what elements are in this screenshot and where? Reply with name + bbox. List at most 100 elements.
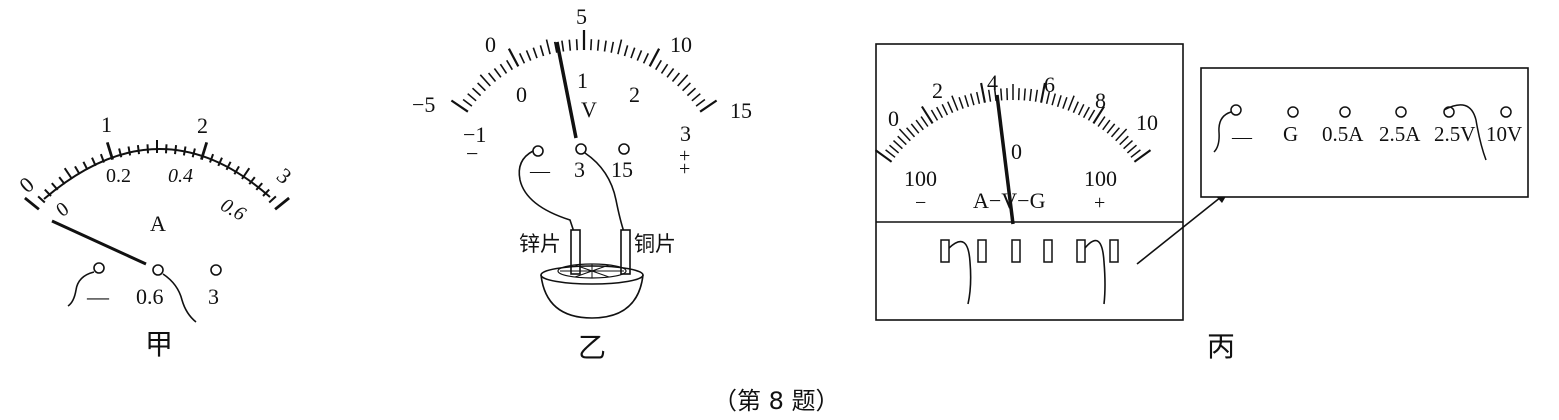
scale-tick (660, 63, 669, 74)
scale-tick (233, 165, 240, 175)
scale-tick (499, 63, 508, 74)
bing-upper-8: 8 (1095, 88, 1106, 113)
zinc-label: 锌片 (519, 232, 561, 256)
bing-upper-2: 2 (932, 78, 943, 103)
bing-center-zero: 0 (1011, 139, 1022, 164)
copper-label: 铜片 (634, 232, 676, 256)
yi-inner-m1: −1 (463, 122, 486, 147)
scale-tick (553, 41, 558, 53)
scale-tick (1034, 89, 1039, 102)
jia-term-label-3: 3 (208, 284, 219, 309)
zoom-label-G: G (1283, 122, 1298, 146)
scale-tick (1056, 95, 1062, 108)
ammeter-needle (51, 219, 147, 266)
zoom-terminal-G (1287, 106, 1299, 118)
jia-inner-04: 0.4 (168, 165, 193, 187)
scale-tick (975, 91, 981, 104)
jia-outer-1: 1 (101, 112, 112, 137)
scale-tick (686, 87, 697, 97)
scale-tick (898, 128, 911, 142)
scale-tick (136, 144, 140, 155)
zoom-label-25V: 2.5V (1434, 122, 1475, 146)
scale-tick (636, 50, 643, 61)
scale-tick (951, 95, 959, 111)
scale-tick (561, 40, 565, 52)
scale-tick (666, 68, 675, 78)
scale-tick (885, 149, 896, 158)
multimeter-sockets (940, 239, 1119, 263)
voltmeter-yi: −5 0 5 10 15 −1 0 1 2 3 − + V — 3 15 + 锌… (412, 4, 752, 364)
scale-tick (610, 41, 615, 53)
yi-outer-10: 10 (670, 32, 692, 57)
zoom-terminal-25A (1395, 106, 1407, 118)
scale-tick (487, 72, 497, 83)
yi-outer-15: 15 (730, 98, 752, 123)
scale-tick (545, 39, 551, 55)
scale-tick (889, 144, 900, 154)
scale-tick (506, 59, 513, 71)
scale-tick (525, 50, 532, 61)
scale-tick (1000, 88, 1003, 101)
scale-tick (1119, 135, 1129, 146)
voltmeter-needle (555, 41, 578, 139)
scale-tick (1087, 109, 1096, 121)
scale-tick (941, 103, 949, 116)
scale-tick (691, 93, 701, 102)
ammeter-jia: 0 1 2 3 0 0.2 0.4 0.6 A — 0.6 3 甲 (14, 112, 296, 361)
yi-term-label-15: 15 (611, 157, 633, 182)
scale-tick (936, 106, 944, 119)
scale-tick (964, 95, 970, 108)
yi-sign-plus: + (679, 145, 690, 167)
scale-tick (477, 82, 486, 92)
scale-tick (518, 53, 526, 64)
scale-tick (623, 45, 629, 57)
scale-tick (947, 101, 954, 114)
zoom-terminal-neg (1230, 104, 1242, 116)
scale-tick (217, 157, 223, 167)
yi-outer-0: 0 (485, 32, 496, 57)
scale-tick (682, 82, 691, 92)
scale-tick (921, 105, 934, 124)
ammeter-scale-arc (43, 148, 271, 200)
zoom-wire-neg (1213, 111, 1232, 153)
jia-unit: A (150, 211, 166, 236)
scale-tick (479, 74, 491, 87)
jia-terminal-3 (210, 264, 222, 276)
scale-tick (603, 40, 607, 52)
scale-tick (1077, 103, 1085, 116)
scale-tick (958, 96, 964, 109)
scale-tick (980, 82, 986, 103)
yi-outer-5: 5 (576, 4, 587, 29)
scale-tick (467, 93, 477, 102)
zoom-label-05A: 0.5A (1322, 122, 1364, 146)
scale-tick (1126, 144, 1137, 154)
jia-outer-3: 3 (272, 163, 296, 189)
ammeter-scale-ticks (24, 140, 290, 211)
zoom-wire-25V (1443, 104, 1487, 161)
scale-tick (1106, 123, 1116, 134)
copper-plate (620, 229, 631, 275)
jia-terminal-neg (93, 262, 105, 274)
yi-terminal-3 (575, 143, 587, 155)
jia-inner-06: 0.6 (217, 194, 250, 226)
scale-tick (575, 39, 578, 51)
jia-outer-0: 0 (14, 172, 38, 198)
scale-tick (699, 99, 718, 113)
zoom-label-10V: 10V (1486, 122, 1522, 146)
zoom-label-neg: — (1231, 126, 1253, 148)
scale-tick (248, 176, 256, 185)
figure-caption: （第 8 题） (713, 387, 840, 415)
zoom-arrow-line (1136, 192, 1227, 265)
yi-inner-0: 0 (516, 82, 527, 107)
scale-tick (1097, 116, 1106, 127)
scale-tick (1082, 106, 1090, 119)
scale-tick (987, 89, 992, 102)
scale-tick (1040, 82, 1046, 103)
scale-tick (1115, 128, 1128, 142)
yi-term-label-3: 3 (574, 157, 585, 182)
scale-tick (630, 47, 636, 59)
yi-wire-copper (584, 152, 625, 233)
scale-tick (37, 195, 46, 204)
scale-tick (969, 93, 975, 106)
multimeter-zoom-panel (1200, 67, 1529, 198)
